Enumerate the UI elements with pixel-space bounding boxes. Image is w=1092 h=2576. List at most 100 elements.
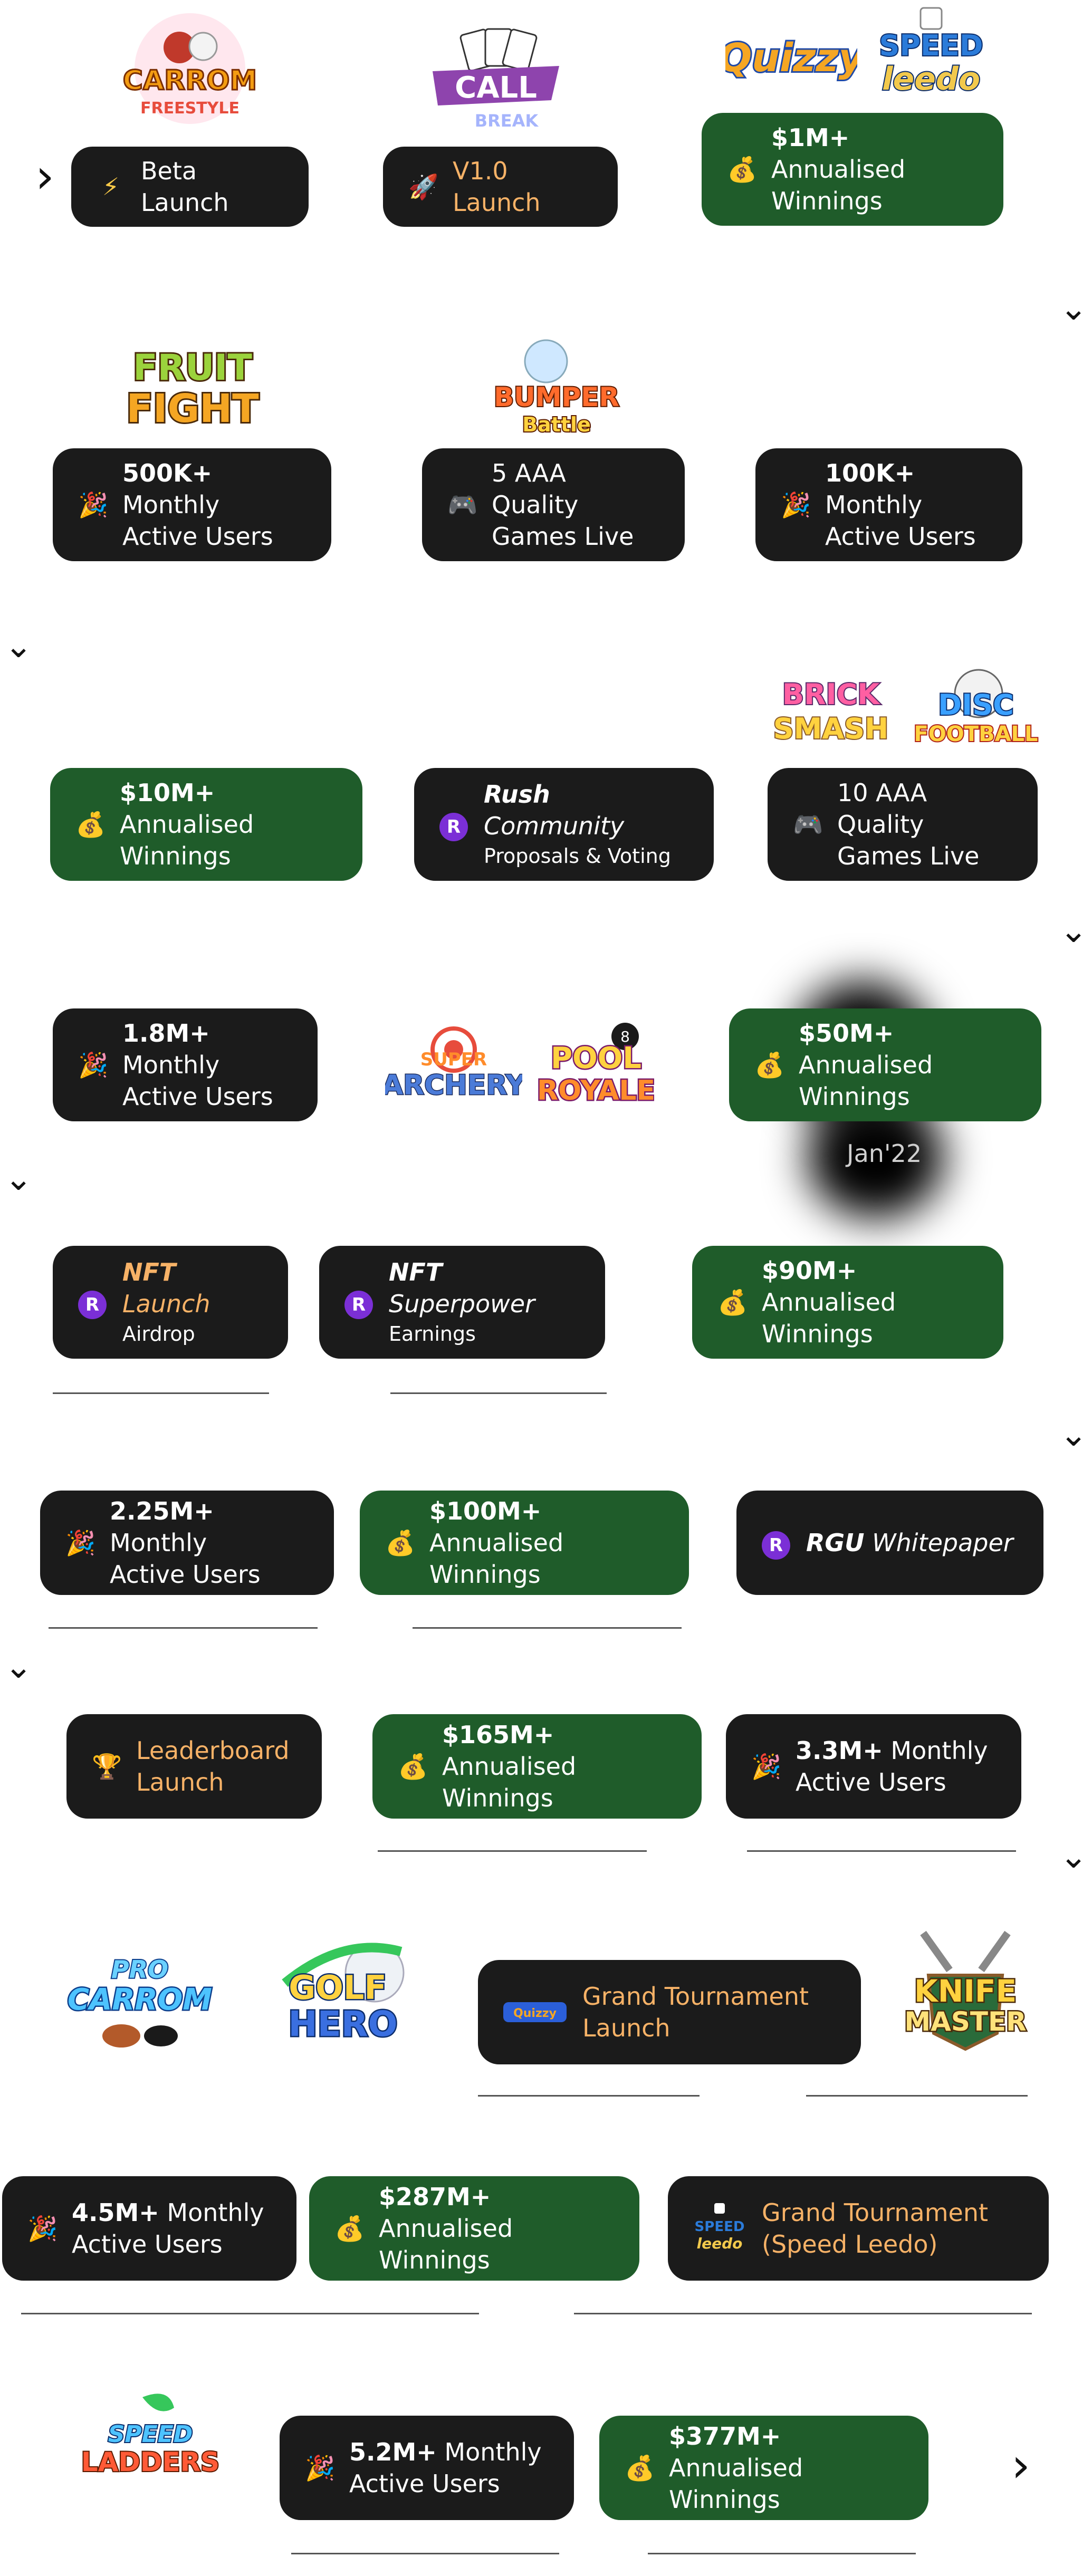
svg-text:8: 8 (620, 1028, 630, 1045)
super-archery-logo: SUPER ARCHERY (385, 1023, 522, 1108)
gamepad-icon: 🎮 (793, 810, 823, 839)
money-bag-icon: 💰 (717, 1288, 748, 1316)
svg-text:BRICK: BRICK (782, 678, 880, 711)
pro-carrom-logo: PRO CARROM (58, 1941, 222, 2057)
brick-smash-logo: BRICK SMASH (768, 662, 894, 757)
money-bag-icon: 💰 (75, 810, 106, 839)
svg-text:GOLF: GOLF (289, 1968, 386, 2007)
rush-icon: R (78, 1288, 107, 1319)
party-popper-icon: 🎉 (65, 1529, 96, 1557)
chevron-down-icon[interactable]: ⌄ (1059, 911, 1088, 950)
milestone-text: Grand Tournament(Speed Leedo) (762, 2198, 989, 2258)
svg-text:leedo: leedo (882, 61, 980, 98)
divider-line (291, 2553, 559, 2554)
svg-text:Quizzy: Quizzy (725, 35, 857, 81)
svg-text:Quizzy: Quizzy (513, 2007, 557, 2020)
svg-text:SPEED: SPEED (108, 2421, 193, 2448)
chevron-right-icon[interactable]: › (35, 149, 54, 204)
rush-icon: R (762, 1529, 790, 1560)
svg-text:SPEED: SPEED (695, 2219, 745, 2235)
disc-football-logo: DISC FOOTBALL (907, 662, 1045, 757)
chevron-down-icon[interactable]: ⌄ (1059, 289, 1088, 328)
party-popper-icon: 🎉 (78, 1051, 109, 1079)
svg-text:HERO: HERO (288, 2004, 397, 2044)
rush-icon: R (439, 810, 468, 841)
divider-line (413, 1627, 682, 1629)
carrom-freestyle-logo: CARROM FREESTYLE (111, 11, 269, 132)
svg-text:FRUIT: FRUIT (133, 347, 252, 389)
chevron-down-icon[interactable]: ⌄ (1059, 1837, 1088, 1876)
milestone-beta-launch: ⚡ Beta Launch (71, 147, 309, 227)
milestone-v1-launch: 🚀 V1.0 Launch (383, 147, 618, 227)
svg-text:BREAK: BREAK (475, 111, 539, 131)
svg-text:CARROM: CARROM (123, 65, 257, 97)
chevron-down-icon[interactable]: ⌄ (4, 1159, 33, 1198)
lightning-icon: ⚡ (102, 172, 120, 201)
svg-text:SMASH: SMASH (773, 712, 889, 745)
svg-text:KNIFE: KNIFE (914, 1973, 1017, 2009)
chevron-down-icon[interactable]: ⌄ (4, 627, 33, 666)
party-popper-icon: 🎉 (78, 491, 109, 519)
milestone-text: RGU Whitepaper (806, 1529, 1013, 1557)
svg-text:DISC: DISC (938, 688, 1013, 722)
divider-line (747, 1850, 1016, 1852)
money-bag-icon: 💰 (754, 1051, 785, 1079)
svg-text:ROYALE: ROYALE (538, 1075, 654, 1107)
svg-text:LADDERS: LADDERS (81, 2447, 219, 2477)
money-bag-icon: 💰 (398, 1752, 428, 1781)
chevron-down-icon[interactable]: ⌄ (4, 1647, 33, 1686)
divider-line (648, 2553, 916, 2554)
milestone-text: Beta Launch (141, 157, 229, 217)
chevron-right-icon[interactable]: › (1011, 2438, 1030, 2493)
date-label: Jan'22 (847, 1139, 922, 1168)
party-popper-icon: 🎉 (305, 2454, 336, 2482)
chevron-down-icon[interactable]: ⌄ (1059, 1415, 1088, 1454)
money-bag-icon: 💰 (727, 155, 758, 184)
milestone-text: V1.0 Launch (453, 157, 541, 217)
divider-line (390, 1392, 607, 1394)
quizzy-logo: Quizzy (725, 21, 857, 95)
pool-royale-logo: 8 POOL ROYALE (538, 1013, 654, 1118)
fruit-fight-logo: FRUIT FIGHT (121, 338, 264, 432)
divider-line (378, 1850, 647, 1852)
money-bag-icon: 💰 (625, 2454, 655, 2482)
divider-line (49, 1627, 318, 1629)
